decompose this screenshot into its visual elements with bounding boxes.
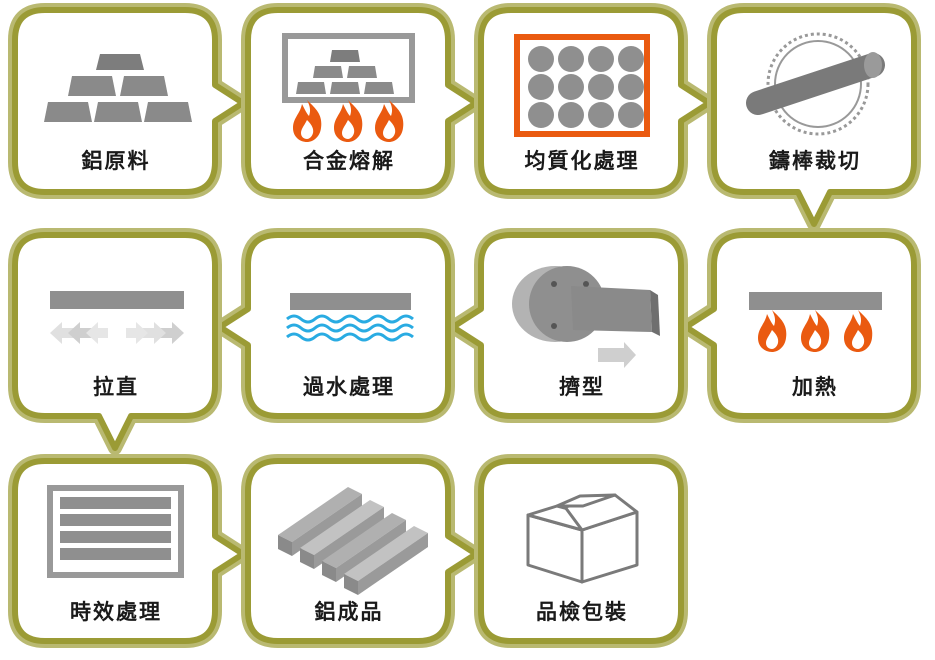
step-1-label: 鋁原料 [82, 149, 151, 173]
heating-flames-icon [749, 292, 882, 352]
aluminum-profiles-icon [278, 487, 428, 595]
packaging-box-icon [526, 493, 639, 584]
flame-icon [375, 100, 404, 142]
step-2-card [241, 3, 483, 199]
step-6-label: 擠型 [559, 375, 605, 399]
homogenizing-billets-icon [514, 34, 650, 137]
step-7-label: 過水處理 [303, 375, 395, 399]
step-4-label: 鑄棒裁切 [768, 149, 861, 173]
step-7-card [213, 228, 455, 423]
step-9-card [8, 454, 250, 648]
water-quench-icon [286, 293, 414, 342]
stretch-straightening-icon [50, 291, 184, 344]
step-9-label: 時效處理 [70, 600, 162, 624]
step-8-card [8, 228, 222, 455]
step-3-label: 均質化處理 [525, 149, 640, 173]
flame-icon [758, 310, 787, 352]
flame-icon [293, 100, 322, 142]
step-6-card [446, 228, 688, 423]
step-11-card [474, 454, 688, 648]
step-1-card [8, 3, 250, 199]
step-5-card [679, 228, 921, 423]
step-4-card [707, 3, 921, 231]
step-3-card [474, 3, 716, 199]
aluminum-ingots-icon [44, 54, 192, 122]
extrusion-press-icon [512, 266, 660, 368]
flame-icon [334, 100, 363, 142]
aging-oven-icon [47, 485, 184, 578]
flame-icon [844, 310, 873, 352]
step-2-label: 合金熔解 [303, 149, 395, 173]
billet-saw-cutting-icon [746, 32, 885, 136]
step-8-label: 拉直 [93, 375, 139, 399]
step-5-label: 加熱 [791, 375, 838, 399]
step-10-card [241, 454, 483, 648]
furnace-melting-icon [282, 33, 415, 142]
step-10-label: 鋁成品 [315, 600, 384, 624]
flame-icon [801, 310, 830, 352]
step-11-label: 品檢包裝 [536, 600, 628, 624]
